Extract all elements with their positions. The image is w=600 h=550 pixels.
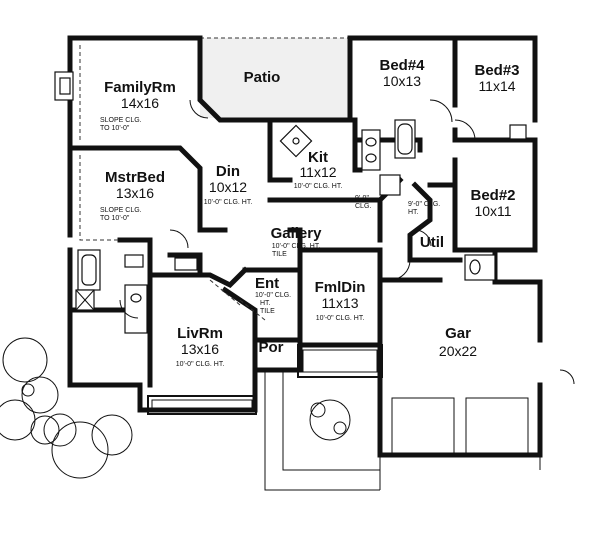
label-util: Util xyxy=(420,234,444,251)
family-room-note-1: SLOPE CLG. xyxy=(100,117,142,124)
bed4-dims: 10x13 xyxy=(383,73,421,89)
label-bed-4: Bed#4 10x13 xyxy=(379,57,425,89)
gallery-name: Gallery xyxy=(271,225,323,242)
master-bed-name: MstrBed xyxy=(105,169,165,186)
fireplace xyxy=(54,71,74,101)
dining-note: 10'-0" CLG. HT. xyxy=(204,199,253,206)
kitchen-dims: 11x12 xyxy=(299,164,336,180)
label-garage: Gar 20x22 xyxy=(439,325,477,359)
kitchen-island xyxy=(279,124,313,158)
label-master-bed: MstrBed 13x16 SLOPE CLG. TO 10'-0" xyxy=(100,169,165,222)
closet-b-note-1: 9'-0" CLG. xyxy=(408,201,440,208)
patio-area xyxy=(199,37,350,121)
garage-dims: 20x22 xyxy=(439,343,477,359)
label-entry: Ent 10'-0" CLG. HT. TILE xyxy=(255,275,291,315)
label-gallery: Gallery 10'-0" CLG. HT. TILE xyxy=(271,225,323,258)
landscape-trees xyxy=(0,337,351,479)
kitchen-note: 10'-0" CLG. HT. xyxy=(294,183,343,190)
entry-note-2: HT. xyxy=(260,300,271,307)
formal-dining-name: FmlDin xyxy=(315,279,366,296)
bed2-dims: 10x11 xyxy=(474,203,511,219)
walkway xyxy=(264,370,541,491)
label-closet-a: 9'-0" CLG. xyxy=(355,195,371,210)
label-formal-dining: FmlDin 11x13 10'-0" CLG. HT. xyxy=(315,279,366,322)
bed3-name: Bed#3 xyxy=(474,62,519,79)
master-bed-note-2: TO 10'-0" xyxy=(100,215,130,222)
family-room-name: FamilyRm xyxy=(104,79,176,96)
kitchen-name: Kit xyxy=(308,149,328,166)
label-closet-b: 9'-0" CLG. HT. xyxy=(408,201,440,216)
formal-dining-dims: 11x13 xyxy=(321,295,358,311)
living-room-dims: 13x16 xyxy=(181,341,219,357)
closet-b-note-2: HT. xyxy=(408,209,419,216)
label-kitchen: Kit 11x12 10'-0" CLG. HT. xyxy=(294,149,343,190)
formal-dining-note: 10'-0" CLG. HT. xyxy=(316,315,365,322)
dining-dims: 10x12 xyxy=(209,179,247,195)
ceiling-lines xyxy=(79,45,266,321)
exterior-walls xyxy=(67,35,543,458)
closet-a-note-2: CLG. xyxy=(355,203,371,210)
label-bed-2: Bed#2 10x11 xyxy=(470,187,515,219)
window-bay-formal xyxy=(297,344,383,378)
label-dining: Din 10x12 10'-0" CLG. HT. xyxy=(204,163,253,206)
master-bed-dims: 13x16 xyxy=(116,185,154,201)
dining-name: Din xyxy=(216,163,240,180)
bed2-name: Bed#2 xyxy=(470,187,515,204)
tree-bush-left xyxy=(43,413,133,479)
living-room-note: 10'-0" CLG. HT. xyxy=(176,361,225,368)
label-family-room: FamilyRm 14x16 SLOPE CLG. TO 10'-0" xyxy=(100,79,176,132)
living-room-name: LivRm xyxy=(177,325,223,342)
window-bay-living xyxy=(147,395,257,415)
gallery-note-1: 10'-0" CLG. HT. xyxy=(272,243,321,250)
label-living-room: LivRm 13x16 10'-0" CLG. HT. xyxy=(176,325,225,368)
bed4-name: Bed#4 xyxy=(379,57,425,74)
bath-fixtures xyxy=(75,119,527,334)
door-swings xyxy=(119,99,575,385)
garage-name: Gar xyxy=(445,325,471,342)
family-room-note-2: TO 10'-0" xyxy=(100,125,130,132)
tree-large-left xyxy=(0,337,60,445)
closet-a-note-1: 9'-0" xyxy=(355,195,369,202)
bed3-dims: 11x14 xyxy=(478,78,515,94)
entry-note-1: 10'-0" CLG. xyxy=(255,292,291,299)
tree-center xyxy=(309,399,351,441)
patio-name: Patio xyxy=(244,69,281,86)
label-porch: Por xyxy=(258,339,283,356)
entry-note-3: TILE xyxy=(260,308,275,315)
garage-doors xyxy=(391,397,529,456)
family-room-dims: 14x16 xyxy=(121,95,159,111)
entry-name: Ent xyxy=(255,275,279,292)
gallery-note-2: TILE xyxy=(272,251,287,258)
label-bed-3: Bed#3 11x14 xyxy=(474,62,519,94)
porch-name: Por xyxy=(258,339,283,356)
util-name: Util xyxy=(420,234,444,251)
master-bed-note-1: SLOPE CLG. xyxy=(100,207,142,214)
label-patio: Patio xyxy=(244,69,281,86)
